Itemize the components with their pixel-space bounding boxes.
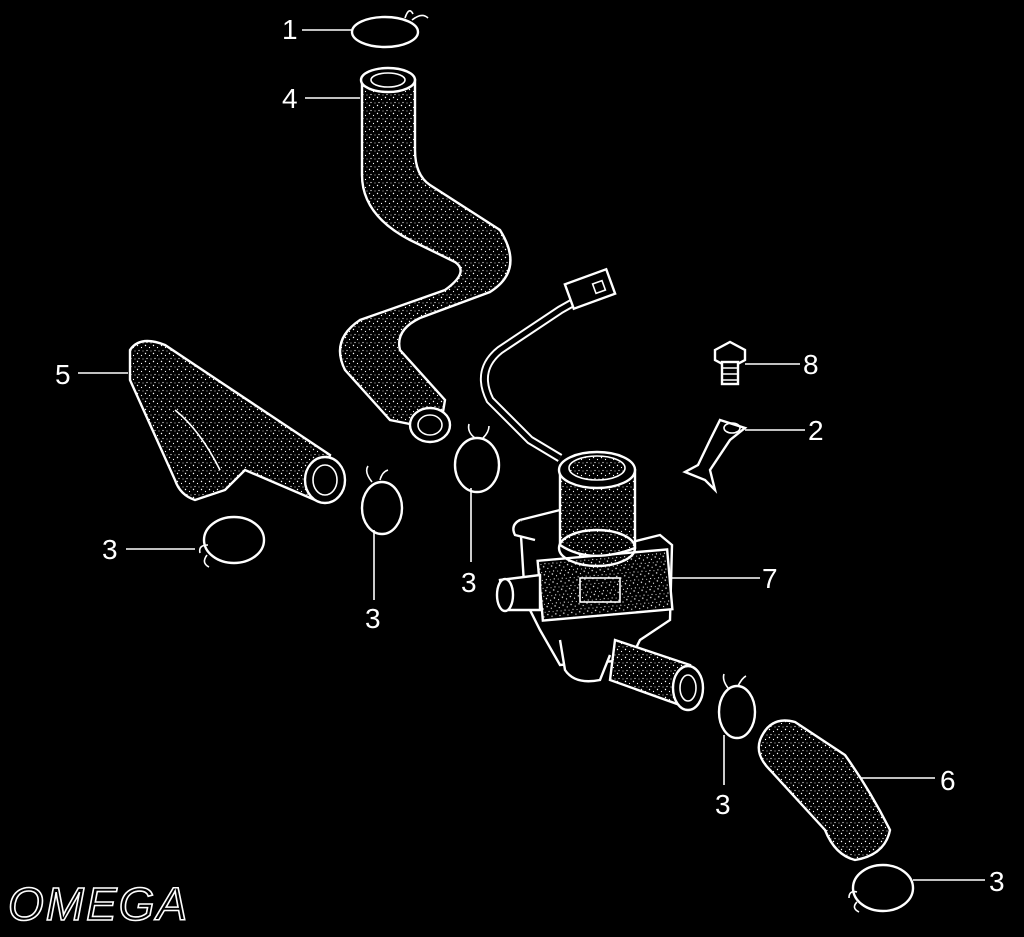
- leader-lines: [78, 29, 985, 881]
- bolt-8: [713, 340, 747, 386]
- callout-labels: 1 4 5 8 2 3 3 3 7 3 6 3: [55, 14, 1005, 897]
- callout-4: 4: [282, 83, 298, 114]
- callout-2: 2: [808, 415, 824, 446]
- callout-3-left: 3: [102, 534, 118, 565]
- hose-4: [338, 66, 512, 444]
- callout-7: 7: [762, 563, 778, 594]
- clamp-3-left: [198, 515, 266, 568]
- callout-3-bottom: 3: [989, 866, 1005, 897]
- callout-3-lower: 3: [715, 789, 731, 820]
- callout-3-middle: 3: [461, 567, 477, 598]
- valve-7: [495, 450, 705, 712]
- callout-5: 5: [55, 359, 71, 390]
- clamp-3-middle-left: [360, 465, 404, 536]
- brand-logo: OMEGA: [8, 878, 189, 930]
- clamp-3-lower: [717, 673, 757, 740]
- callout-3-middle-left: 3: [365, 603, 381, 634]
- hose-5: [128, 339, 347, 505]
- callout-8: 8: [803, 349, 819, 380]
- clamp-3-bottom: [848, 863, 915, 913]
- clamp-3-middle: [453, 423, 501, 494]
- callout-6: 6: [940, 765, 956, 796]
- clamp-1: [350, 10, 429, 49]
- wire-harness: [479, 267, 617, 462]
- bracket-2: [682, 418, 748, 494]
- hose-6: [757, 719, 892, 862]
- callout-1: 1: [282, 14, 298, 45]
